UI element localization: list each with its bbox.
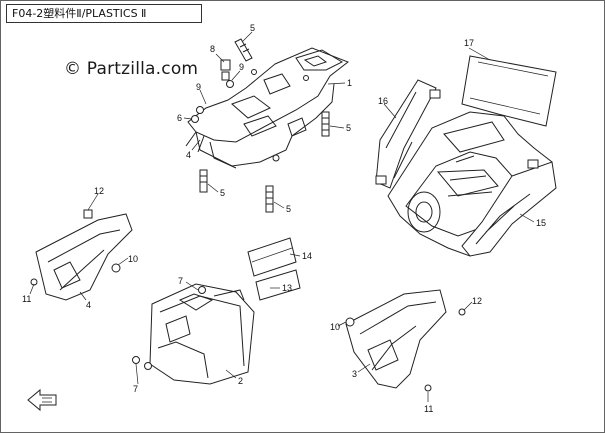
callout-10-left: 10 [128,254,138,264]
callout-9-a: 9 [239,62,244,72]
decal-part-14 [247,237,297,277]
bolt-part-5-right [321,111,330,137]
front-direction-arrow-icon [27,388,57,412]
right-side-cover-part-3 [345,289,466,392]
callout-5-b: 5 [346,123,351,133]
bolt-part-5-top [234,38,253,62]
callout-1: 1 [347,78,352,88]
callout-7-top: 7 [178,276,183,286]
battery-box-part-2 [132,283,255,385]
left-side-cover-part-4 [30,209,133,301]
leader-lines [29,31,535,402]
diagram-title: F04-2塑料件Ⅱ/PLASTICS Ⅱ [6,4,202,23]
callout-8: 8 [210,44,215,54]
rear-fender-assembly [185,47,350,169]
callout-12-left: 12 [94,186,104,196]
callout-13: 13 [282,283,292,293]
callout-6: 6 [177,113,182,123]
bolt-part-5-lower [265,185,274,213]
callout-5-d: 5 [286,204,291,214]
callout-12-right: 12 [472,296,482,306]
callout-10-right: 10 [330,322,340,332]
watermark: © Partzilla.com [64,59,199,79]
callout-17: 17 [464,38,474,48]
callout-11-right: 11 [424,404,433,414]
callout-5-a: 5 [250,23,255,33]
callout-4-left: 4 [86,300,91,310]
nut-part-9 [226,80,234,88]
callout-11-left: 11 [22,294,31,304]
callout-5-c: 5 [220,188,225,198]
callout-9-b: 9 [196,82,201,92]
bolt-part-5-left [199,169,208,193]
callout-3: 3 [352,369,357,379]
clip-part-8 [220,59,231,81]
callout-15: 15 [536,218,546,228]
callout-7-bottom: 7 [133,384,138,394]
nut-part-9-b [196,106,204,114]
callout-14: 14 [302,251,312,261]
inner-fender-assembly [375,55,557,257]
washer-part-6 [191,115,199,123]
callout-16: 16 [378,96,388,106]
callout-4-top: 4 [186,150,191,160]
decal-part-13 [255,269,301,301]
callout-2: 2 [238,376,243,386]
